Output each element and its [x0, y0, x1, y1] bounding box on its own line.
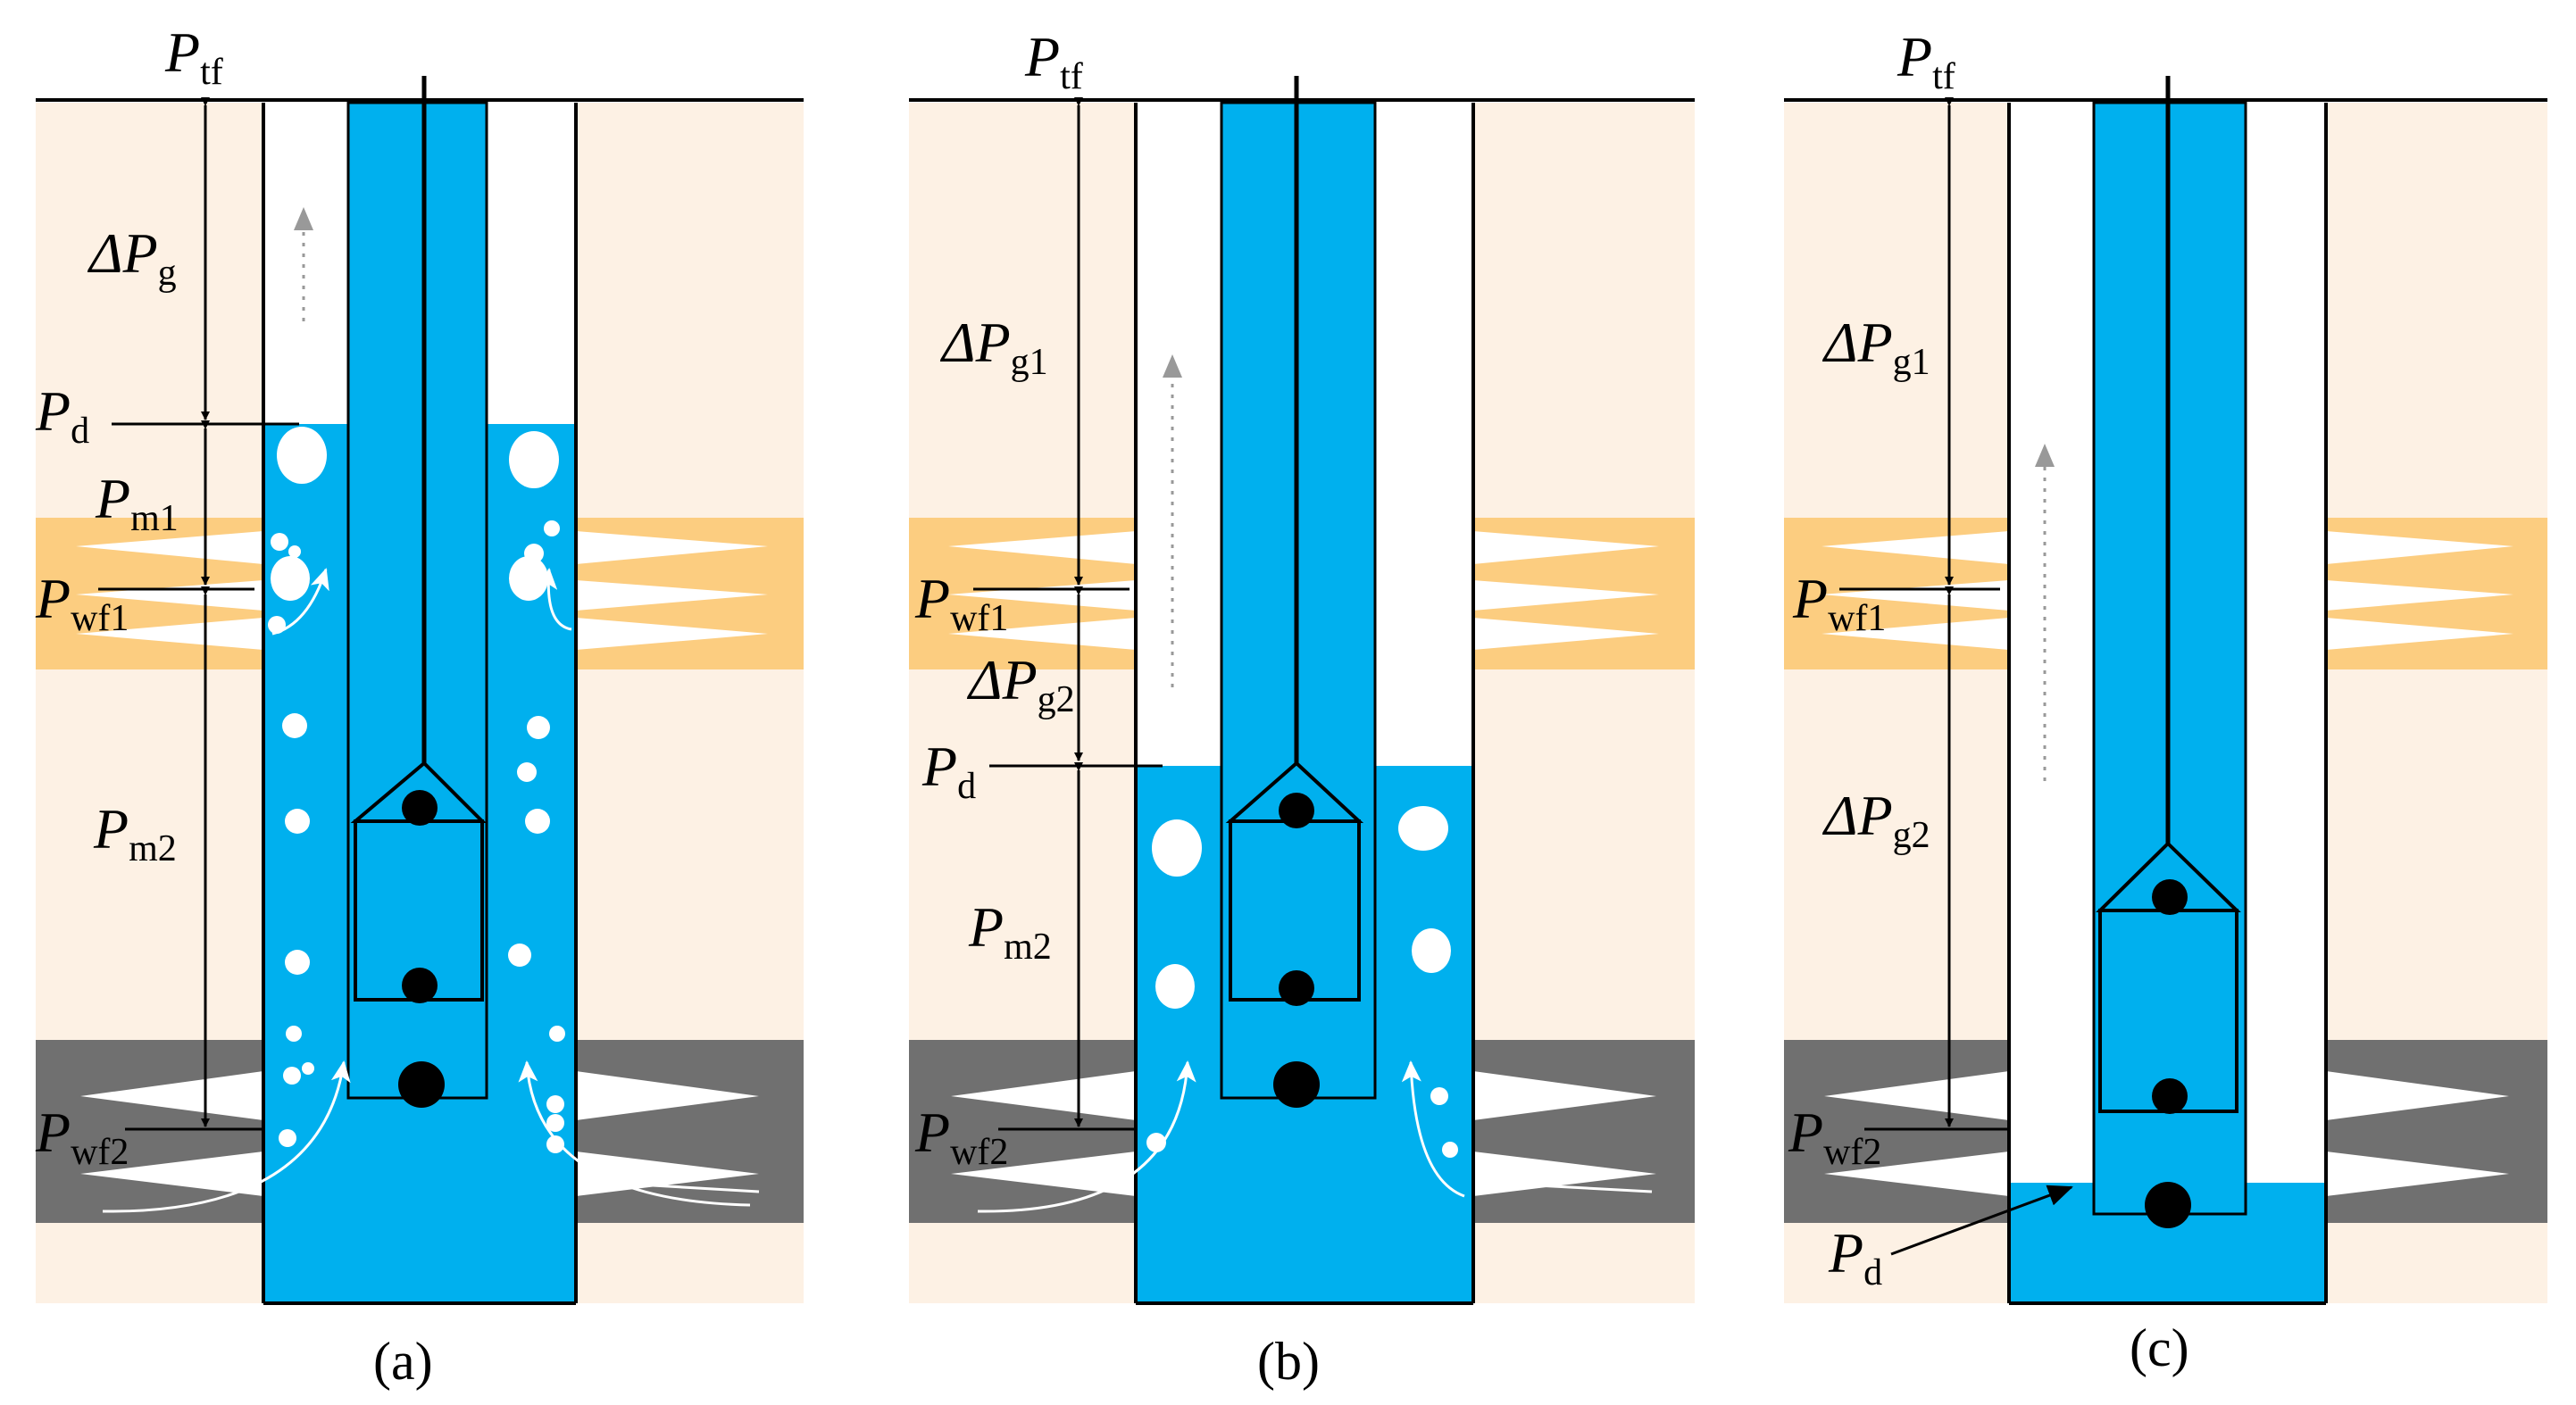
perforations — [1822, 531, 2513, 1196]
bottom-valve — [1273, 1061, 1320, 1108]
label-pm2: Pm2 — [93, 797, 177, 869]
label-pwf2: Pwf2 — [1788, 1101, 1881, 1173]
standing-valve — [1279, 970, 1314, 1006]
traveling-valve — [402, 790, 438, 826]
label-dpg1: ΔPg1 — [939, 311, 1048, 383]
standing-valve — [2152, 1078, 2188, 1114]
label-pwf1: Pwf1 — [1792, 567, 1886, 639]
label-dpg1: ΔPg1 — [1822, 311, 1930, 383]
label-dpg2: ΔPg2 — [1822, 784, 1930, 856]
label-pm1: Pm1 — [95, 467, 179, 539]
label-dpg: ΔPg — [87, 221, 177, 294]
standing-valve — [402, 968, 438, 1003]
pressure-labels: Ptf ΔPg1 Pwf1 ΔPg2 Pwf2 Pd — [1788, 25, 1955, 1293]
traveling-valve — [2152, 879, 2188, 915]
inflow-arrows — [102, 568, 760, 1213]
bottom-valve — [398, 1061, 445, 1108]
label-pwf1: Pwf1 — [35, 567, 129, 639]
caption-a: (a) — [373, 1332, 433, 1391]
dimension-lines — [973, 97, 1163, 1131]
perforations — [76, 531, 768, 1196]
caption-c: (c) — [2130, 1318, 2189, 1377]
bottom-valve — [2145, 1182, 2191, 1228]
label-ptf: Ptf — [1897, 25, 1955, 97]
label-pwf2: Pwf2 — [914, 1101, 1008, 1173]
panel-b: Ptf ΔPg1 Pwf1 ΔPg2 Pd Pm2 Pwf2 (b) — [909, 25, 1695, 1391]
pressure-labels: Ptf ΔPg Pd Pm1 Pwf1 Pm2 Pwf2 — [35, 21, 223, 1173]
label-pd: Pd — [1828, 1221, 1882, 1293]
perforations — [948, 531, 1659, 1196]
dimension-lines — [1839, 97, 2073, 1256]
label-ptf: Ptf — [1024, 25, 1083, 97]
label-pm2: Pm2 — [968, 895, 1052, 968]
traveling-valve — [1279, 793, 1314, 828]
dimension-lines — [98, 97, 299, 1131]
pressure-labels: Ptf ΔPg1 Pwf1 ΔPg2 Pd Pm2 Pwf2 — [914, 25, 1083, 1173]
label-ptf: Ptf — [164, 21, 223, 93]
panel-a: Ptf ΔPg Pd Pm1 Pwf1 Pm2 Pwf2 (a) — [35, 21, 804, 1391]
panel-c: Ptf ΔPg1 Pwf1 ΔPg2 Pwf2 Pd (c) — [1784, 25, 2547, 1377]
gas-bubbles — [268, 427, 565, 1153]
caption-b: (b) — [1257, 1332, 1320, 1391]
label-pwf1: Pwf1 — [914, 567, 1008, 639]
label-pd: Pd — [35, 379, 89, 452]
label-pwf2: Pwf2 — [35, 1101, 129, 1173]
label-pd: Pd — [921, 735, 976, 807]
inflow-arrows — [977, 1060, 1653, 1213]
label-dpg2: ΔPg2 — [966, 648, 1075, 720]
tubing — [346, 101, 488, 1100]
gas-bubbles — [1146, 806, 1458, 1158]
